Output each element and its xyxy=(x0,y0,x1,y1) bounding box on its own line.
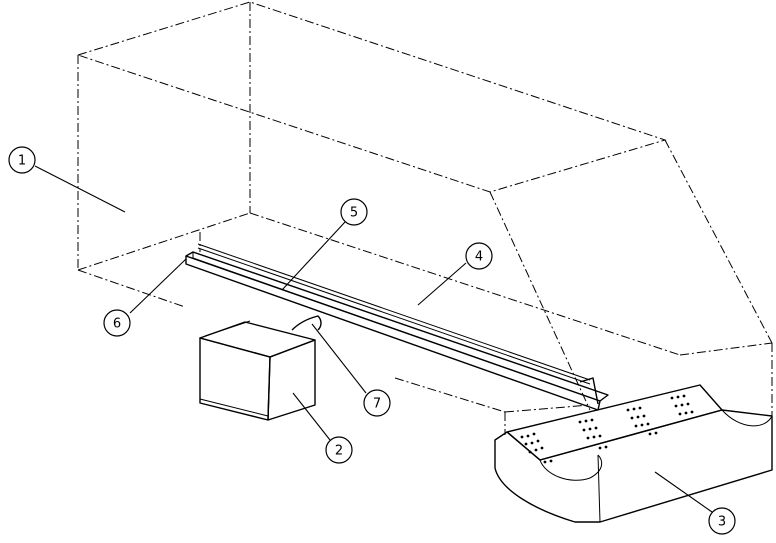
svg-text:2: 2 xyxy=(335,444,343,459)
callout-4: 4 xyxy=(465,242,493,270)
perforation-holes xyxy=(520,394,694,464)
svg-text:4: 4 xyxy=(475,250,483,265)
callout-5: 5 xyxy=(340,198,368,226)
leader-lines xyxy=(34,165,713,513)
callout-7: 7 xyxy=(363,389,391,417)
trough-unit xyxy=(494,384,773,523)
svg-text:7: 7 xyxy=(373,397,381,412)
box-unit xyxy=(199,315,322,421)
svg-text:3: 3 xyxy=(718,515,726,530)
svg-text:6: 6 xyxy=(113,317,121,332)
callout-3: 3 xyxy=(708,507,736,535)
callout-6: 6 xyxy=(103,309,131,337)
svg-text:1: 1 xyxy=(18,154,26,169)
vehicle-outline xyxy=(77,1,773,435)
rail-assembly xyxy=(185,243,609,411)
callout-1: 1 xyxy=(8,146,36,174)
callout-2: 2 xyxy=(325,436,353,464)
svg-text:5: 5 xyxy=(350,206,358,221)
